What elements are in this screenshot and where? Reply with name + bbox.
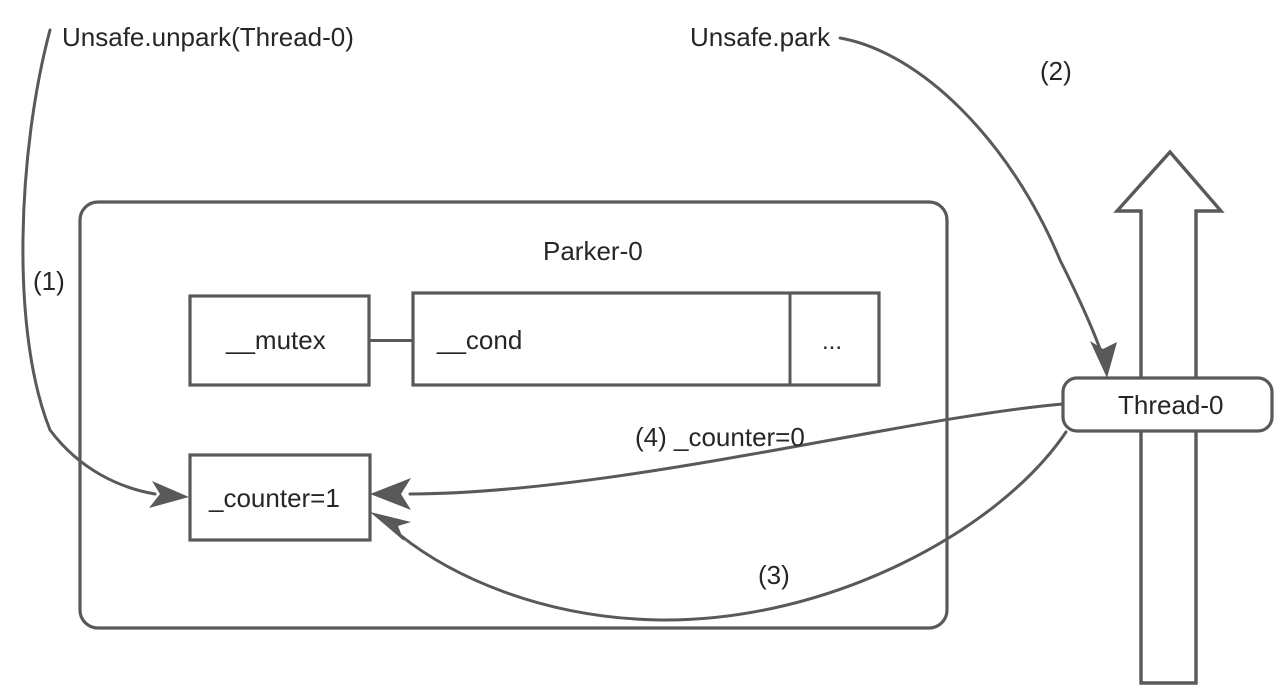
- step-4-label: (4) _counter=0: [635, 422, 805, 452]
- counter-check-arrowhead: [370, 512, 411, 541]
- counter-field-label: _counter=1: [209, 483, 340, 513]
- unpark-curve: [21, 28, 157, 496]
- counter-box-shape: [188, 453, 372, 542]
- unpark-arrowhead: [149, 481, 189, 508]
- step-2-label: (2): [1040, 56, 1072, 86]
- mutex-box-shape: [188, 294, 371, 387]
- unpark-callout-label: Unsafe.unpark(Thread-0): [62, 22, 354, 52]
- counter-set-zero-arrowhead: [370, 478, 411, 510]
- counter-set-zero-curve: [408, 402, 1065, 496]
- step-3-label: (3): [758, 560, 790, 590]
- cond-field-label: __cond: [437, 325, 523, 355]
- thread-box-label: Thread-0: [1118, 390, 1224, 420]
- ellipsis-field-label: ...: [822, 328, 843, 355]
- parker-container-title: Parker-0: [543, 236, 643, 266]
- counter-check-curve: [398, 430, 1068, 622]
- parker-container-shape: [78, 200, 949, 630]
- park-callout-label: Unsafe.park: [690, 22, 831, 52]
- park-curve: [838, 36, 1103, 354]
- mutex-field-label: __mutex: [226, 325, 326, 355]
- park-arrowhead: [1090, 341, 1117, 378]
- cond-box-shape: [411, 291, 881, 387]
- step-1-label: (1): [33, 266, 65, 296]
